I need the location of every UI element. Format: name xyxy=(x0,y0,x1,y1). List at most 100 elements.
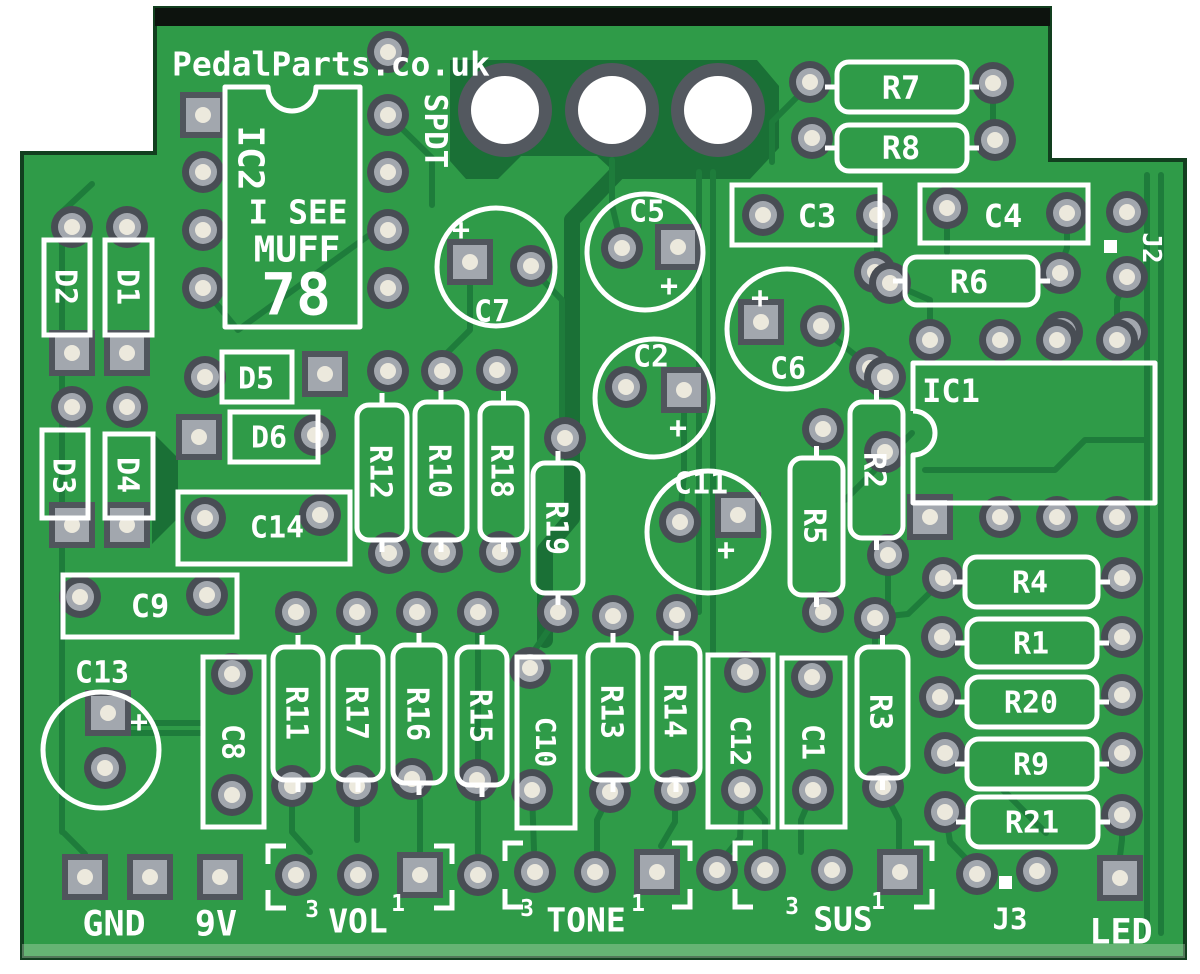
copper-pour-band xyxy=(537,164,626,648)
round-pad-hole xyxy=(1114,570,1130,586)
electrolytic-outline-C11 xyxy=(644,468,772,596)
copper-pour xyxy=(152,432,178,544)
silk-label-R14: R14 xyxy=(657,684,692,738)
round-pad-hole xyxy=(307,427,323,443)
round-pad-hole xyxy=(312,507,328,523)
round-pad-hole xyxy=(709,862,725,878)
square-pad-hole xyxy=(195,107,211,123)
square-pad-hole xyxy=(77,869,93,885)
board-top-edge-shadow xyxy=(155,8,1050,26)
round-pad-hole xyxy=(805,782,821,798)
silk-label-IC1: IC1 xyxy=(922,372,980,410)
square-pad-hole xyxy=(649,864,665,880)
diode-outline-D4 xyxy=(102,431,156,521)
silk-label-C14: C14 xyxy=(250,511,304,546)
silk-label-R3: R3 xyxy=(863,694,898,730)
round-pad-hole xyxy=(992,332,1008,348)
round-pad-hole xyxy=(97,760,113,776)
capacitor-outline-C3 xyxy=(729,182,883,248)
silk-label-C11: C11 xyxy=(674,467,728,502)
round-pad-hole xyxy=(380,280,396,296)
silk-label-C5: C5 xyxy=(629,195,665,230)
round-pad-hole xyxy=(734,782,750,798)
silk-label-title2: MUFF xyxy=(254,230,341,271)
round-pad-hole xyxy=(605,608,621,624)
square-pad-hole xyxy=(730,507,746,523)
round-pad-hole xyxy=(869,207,885,223)
silk-label-VOL-1: 1 xyxy=(391,891,405,917)
electrolytic-outline-C13 xyxy=(40,689,162,811)
silk-label-D5: D5 xyxy=(238,362,274,397)
silk-label-D4: D4 xyxy=(110,457,145,493)
polarity-plus-C2: + xyxy=(669,411,687,446)
round-pad-hole xyxy=(815,421,831,437)
round-pad-hole xyxy=(877,444,893,460)
square-pad-hole xyxy=(753,314,769,330)
silk-label-C3: C3 xyxy=(798,197,837,235)
board-substrate xyxy=(20,6,1187,960)
spdt-mount-hole xyxy=(578,76,646,144)
silk-label-VOL: VOL xyxy=(328,902,388,941)
silk-label-VOL-3: 3 xyxy=(305,897,319,923)
round-pad-hole xyxy=(380,363,396,379)
round-pad-hole xyxy=(1114,745,1130,761)
polarity-plus-C6: + xyxy=(751,281,769,316)
round-pad-hole xyxy=(72,589,88,605)
diode-outline-D1 xyxy=(102,237,155,338)
round-pad-hole xyxy=(922,332,938,348)
round-pad-hole xyxy=(672,514,688,530)
capacitor-outline-C4 xyxy=(917,182,1091,246)
round-pad-hole xyxy=(815,604,831,620)
silk-label-GND: GND xyxy=(82,904,145,944)
connector-bracket-TONE xyxy=(502,840,693,910)
square-pad-hole xyxy=(1112,870,1128,886)
round-pad-hole xyxy=(350,867,366,883)
electrolytic-outline-C6 xyxy=(724,266,850,392)
round-pad-hole xyxy=(813,318,829,334)
square-pad-hole xyxy=(892,864,908,880)
silk-label-D1: D1 xyxy=(110,269,145,305)
round-pad-hole xyxy=(587,864,603,880)
round-pad-hole xyxy=(877,369,893,385)
capacitor-outline-C9 xyxy=(60,572,240,640)
round-pad-hole xyxy=(288,867,304,883)
polarity-plus-C7: + xyxy=(452,213,470,248)
square-pad-hole xyxy=(670,239,686,255)
silk-label-SUS-1: 1 xyxy=(871,889,885,915)
silk-label-SUS-3: 3 xyxy=(785,894,799,920)
round-pad-hole xyxy=(195,222,211,238)
round-pad-hole xyxy=(602,784,618,800)
round-pad-hole xyxy=(1052,265,1068,281)
round-pad-hole xyxy=(288,604,304,620)
square-pad-hole xyxy=(119,345,135,361)
silk-label-C6: C6 xyxy=(770,352,806,387)
round-pad-hole xyxy=(199,587,215,603)
silk-label-J2: J2 xyxy=(1136,232,1166,263)
round-pad-hole xyxy=(969,866,985,882)
silk-label-R20: R20 xyxy=(1004,686,1058,721)
silk-label-R19: R19 xyxy=(539,501,574,555)
round-pad-hole xyxy=(867,610,883,626)
round-pad-hole xyxy=(470,867,486,883)
polarity-plus-C11: + xyxy=(717,533,735,568)
silk-label-C4: C4 xyxy=(984,197,1023,235)
round-pad-hole xyxy=(224,787,240,803)
round-pad-hole xyxy=(1114,807,1130,823)
round-pad-hole xyxy=(1114,687,1130,703)
diode-outline-D3 xyxy=(39,427,91,521)
round-pad-hole xyxy=(757,862,773,878)
round-pad-hole xyxy=(1049,509,1065,525)
silk-label-C7: C7 xyxy=(474,295,510,330)
capacitor-outline-C14 xyxy=(175,489,353,567)
silk-label-C13: C13 xyxy=(75,656,129,691)
square-pad-hole xyxy=(142,869,158,885)
square-pad-hole xyxy=(212,869,228,885)
square-pad-hole xyxy=(119,517,135,533)
square-pad-hole xyxy=(64,517,80,533)
round-pad-hole xyxy=(939,200,955,216)
silk-label-R11: R11 xyxy=(279,686,314,740)
silk-label-title3: 78 xyxy=(261,260,331,328)
silk-label-D6: D6 xyxy=(251,421,287,456)
ic-outline-IC2 xyxy=(222,84,363,330)
silk-label-J3: J3 xyxy=(993,902,1028,936)
